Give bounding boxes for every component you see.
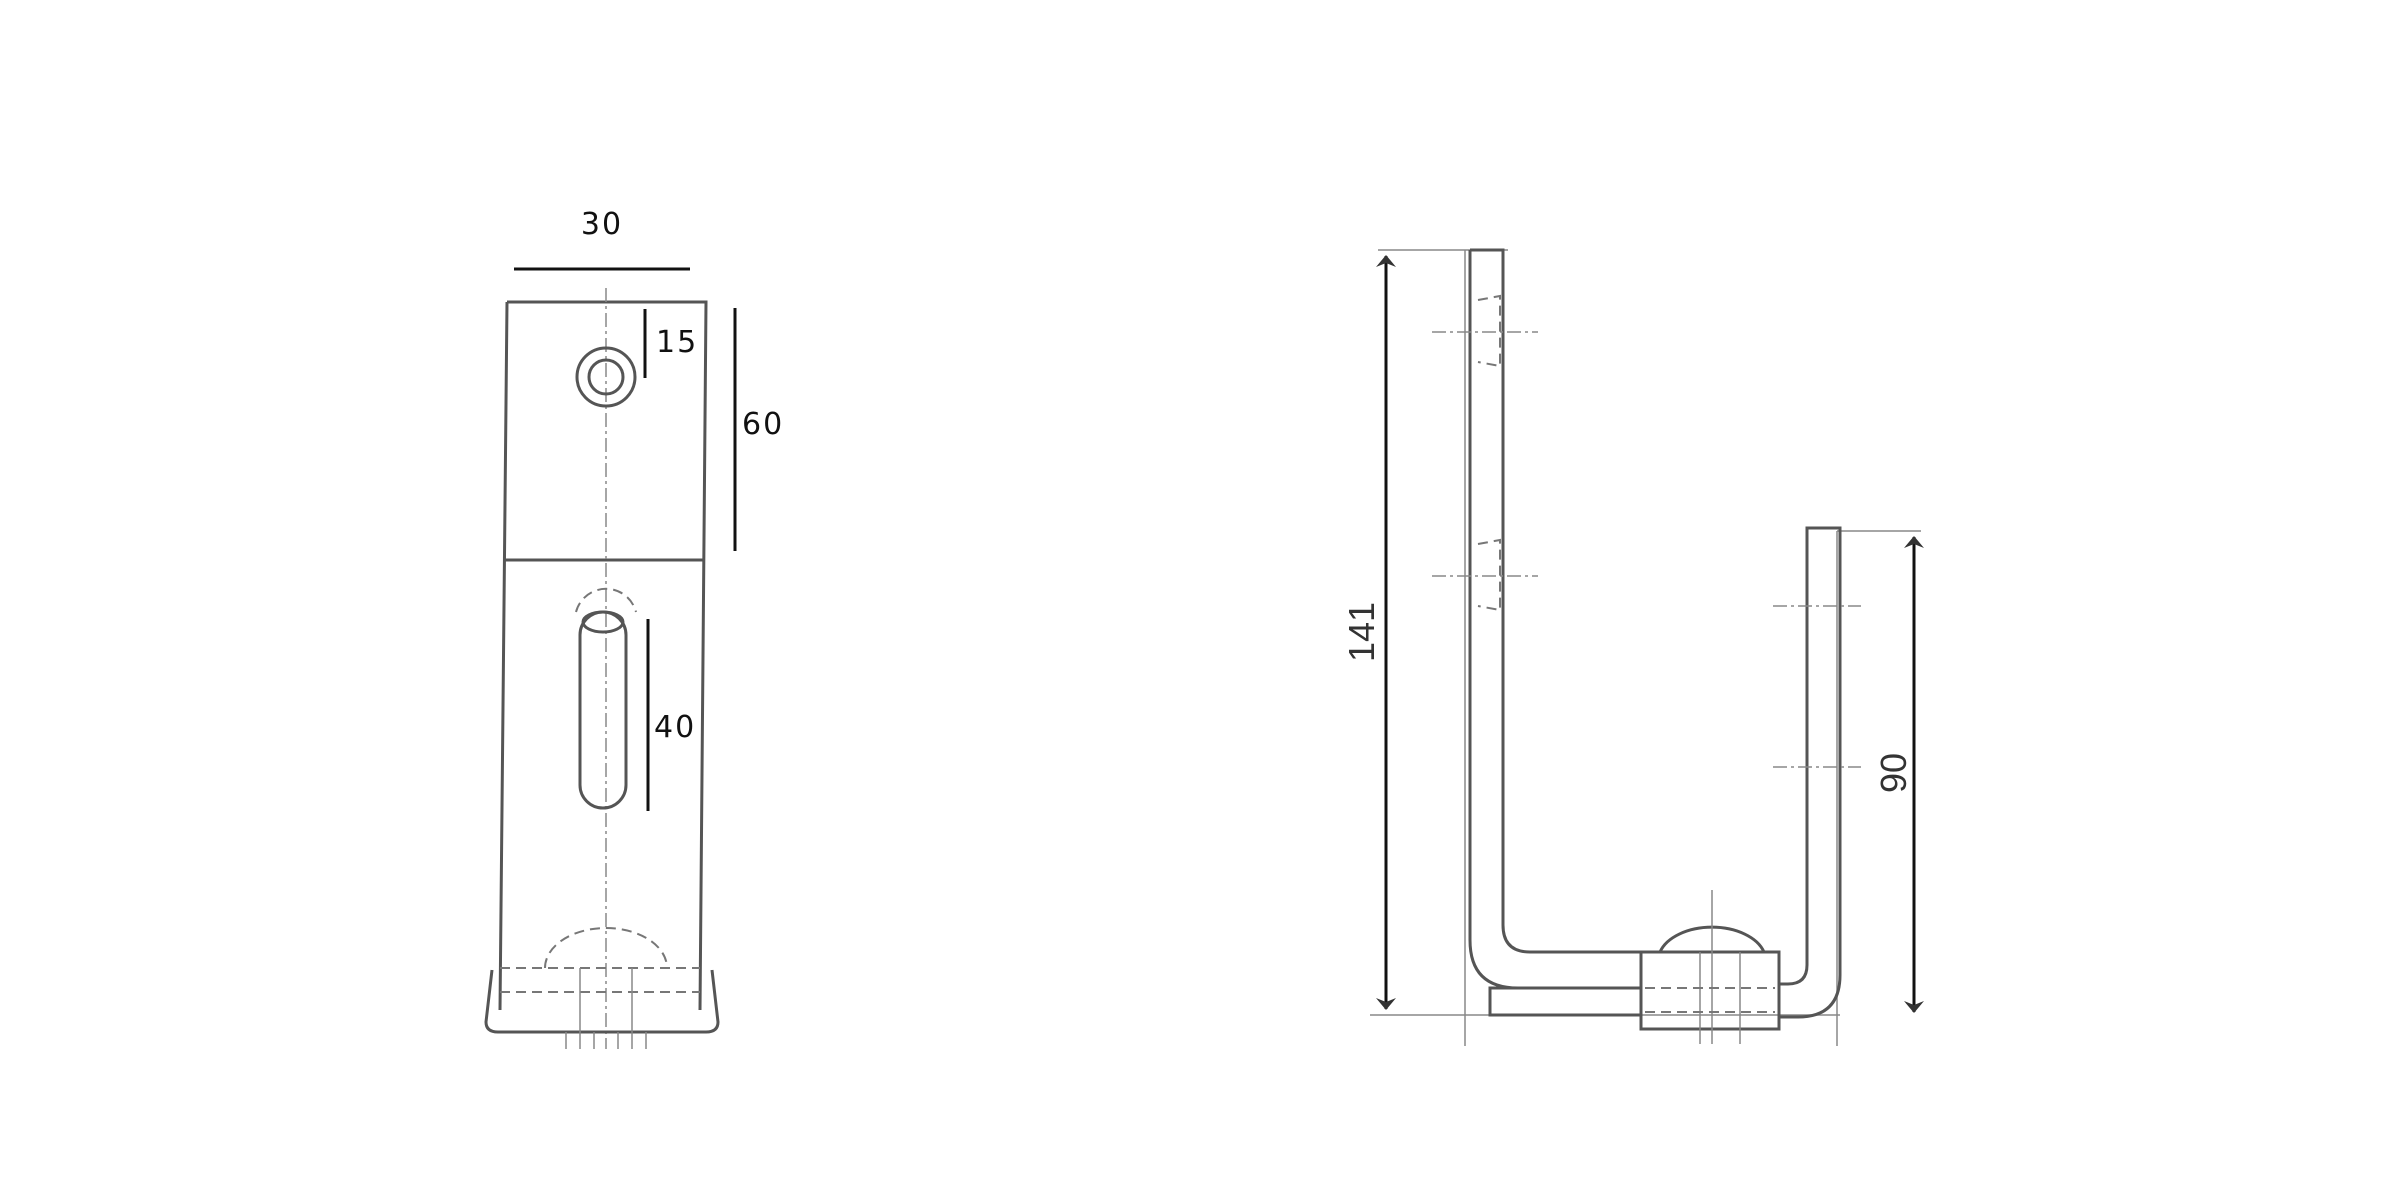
slot-hidden-lines [1477,294,1501,612]
base-plate [1488,986,1643,1017]
clamp-bracket [484,969,720,1034]
upper-height-label: 60 [742,407,784,442]
side-view: 141 90 [1341,248,1924,1046]
adjustment-slot [578,610,628,810]
mounting-hole-inner [587,358,625,396]
total-height-label: 141 [1341,602,1382,662]
slot-length-label: 40 [654,710,696,745]
bolt-head-hidden [544,927,668,969]
short-leg-profile [1779,526,1842,1019]
bolt-legs [565,968,647,1049]
long-leg-profile [1468,248,1660,990]
plate-outline [498,300,708,1011]
bolt-lines [1699,890,1741,1044]
front-view: 30 15 60 40 [484,207,784,1049]
short-leg-height-label: 90 [1873,753,1914,793]
mounting-hole-outer [575,346,637,408]
width-dimension-label: 30 [581,207,623,242]
hole-offset-label: 15 [656,325,698,360]
upper-ring-hidden [575,587,637,613]
clamp-block [1639,950,1781,1031]
slot-top-ellipse [581,610,625,634]
